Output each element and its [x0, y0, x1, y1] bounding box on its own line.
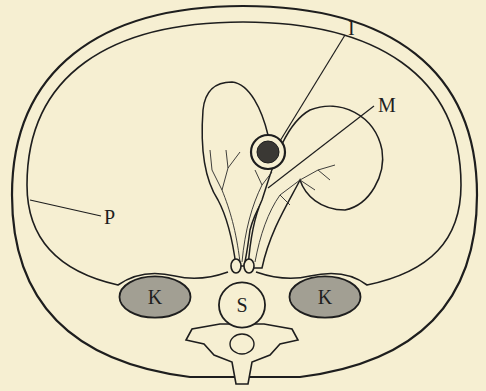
part-letter: S: [236, 295, 247, 315]
vertebral-arch: [186, 324, 298, 384]
leader-line: [268, 106, 374, 188]
vessel-section: [231, 259, 241, 273]
vessel-section: [244, 259, 254, 273]
callout-letter: M: [378, 95, 396, 115]
peritoneum-line: [27, 22, 461, 285]
callout-letter: I: [348, 18, 355, 38]
kidney-shape: [289, 276, 360, 317]
vertebra-shape: [219, 282, 265, 327]
vertebral-body: S: [218, 281, 266, 329]
mesentery-right-lobe: [248, 106, 383, 268]
kidney-section: K: [288, 275, 362, 319]
vessel: [210, 150, 240, 262]
spinal-canal: [230, 334, 254, 354]
body-wall: [12, 6, 477, 377]
leader-line: [30, 200, 101, 216]
part-letter: K: [318, 287, 332, 307]
intestine-lumen: [257, 141, 279, 163]
kidney-section: K: [118, 275, 192, 319]
kidney-shape: [119, 276, 190, 317]
callout-letter: P: [104, 207, 115, 227]
vessel: [255, 165, 335, 262]
part-letter: K: [148, 287, 162, 307]
leader-line: [280, 35, 345, 141]
vessel: [242, 170, 272, 262]
